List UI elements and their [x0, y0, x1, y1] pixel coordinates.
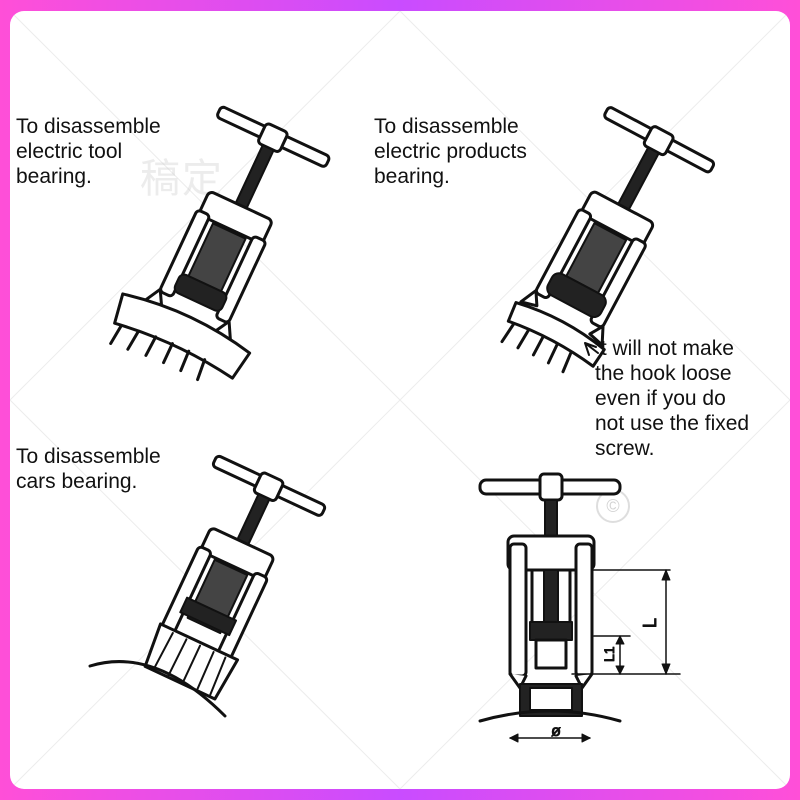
- dimension-label-diameter: ø: [551, 723, 561, 740]
- dimension-label-length: L: [640, 618, 660, 628]
- puller-electric-tool-drawing: [109, 105, 331, 382]
- puller-cars-drawing: [88, 454, 327, 718]
- caption-cars: To disassemble cars bearing.: [16, 445, 161, 493]
- dimension-label-length-small: L1: [601, 646, 617, 662]
- caption-electric-tool: To disassemble electric tool bearing.: [16, 115, 161, 188]
- caption-electric-products: To disassemble electric products bearing…: [374, 115, 527, 188]
- diagram-panel: To disassemble electric tool bearing. To…: [10, 11, 790, 789]
- puller-dimension-drawing: ø L L1: [478, 472, 681, 743]
- puller-electric-products-drawing: [500, 106, 716, 374]
